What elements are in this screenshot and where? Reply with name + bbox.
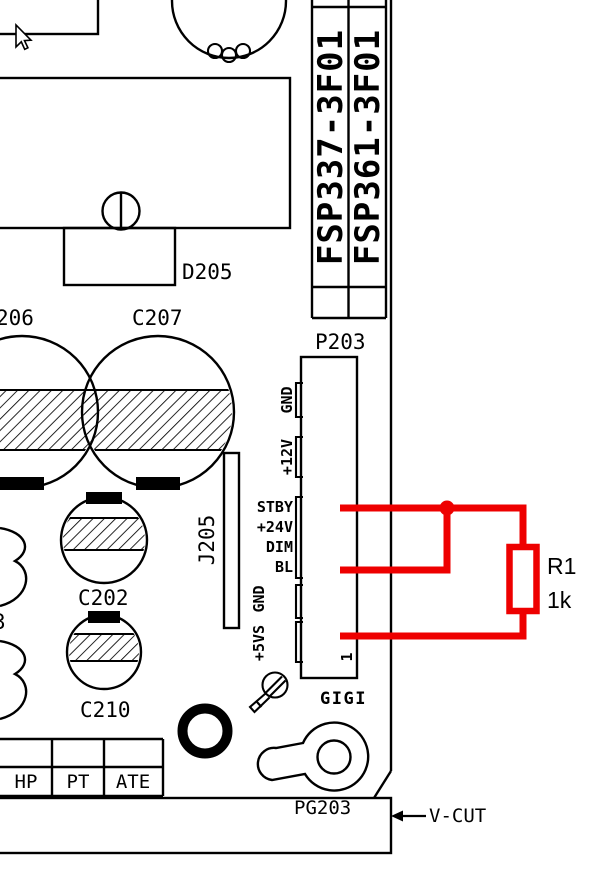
d205-label: D205 (182, 260, 233, 284)
pin-label-24v: +24V (257, 518, 293, 536)
vcut-strip (0, 796, 393, 855)
pin-label-gnd2: GND (250, 585, 268, 612)
resistor-value-label: 1k (547, 587, 572, 613)
c202-label: C202 (78, 586, 129, 610)
resistor-ref-label: R1 (547, 553, 576, 579)
heatsink-block (0, 76, 292, 231)
left-edge-component (0, 526, 28, 608)
pin-label-bl: BL (275, 558, 293, 576)
pin-label-dim: DIM (266, 538, 293, 556)
left-edge-label-fragment: 3 (0, 610, 6, 634)
p203-label: P203 (315, 330, 366, 354)
capacitor-c210: C210 (65, 611, 143, 722)
c210-label: C210 (80, 698, 131, 722)
mod-wire-top (340, 504, 527, 547)
pg203-hole (316, 739, 352, 775)
c210-hatch (69, 632, 139, 663)
pg203-label: PG203 (294, 797, 351, 819)
pin-bracket (294, 435, 303, 479)
test-pad-pt: PT (67, 771, 90, 793)
pin-bracket (294, 381, 303, 419)
c202-outline (59, 495, 149, 585)
pin-bracket (294, 620, 303, 664)
transformer-outline (170, 0, 288, 60)
connector-p203: P203 GND +12V STBY +24V DIM BL GND +5VS … (250, 330, 367, 709)
p203-outline (299, 355, 359, 680)
c210-lead-mark (88, 611, 120, 623)
pin-label-stby: STBY (257, 498, 293, 516)
d205-outline (62, 226, 177, 287)
mod-annotation-r1: R1 1k (340, 500, 576, 640)
mod-wire-bl (340, 508, 451, 574)
c206-label: 206 (0, 306, 34, 330)
heatsink-outline (0, 76, 292, 230)
transformer-detail (220, 46, 238, 64)
vcut-annotation: V-CUT (391, 805, 486, 827)
strain-relief-pg203: PG203 (256, 721, 370, 819)
pin-one-marker: 1 (338, 652, 356, 661)
top-left-component-outline (0, 0, 100, 36)
gigi-label: GIGI (320, 689, 367, 709)
c210-outline (65, 613, 143, 691)
j205-label: J205 (195, 515, 219, 566)
transformer-detail (234, 42, 252, 60)
capacitor-c207 (80, 334, 236, 490)
left-edge-component (0, 639, 28, 721)
model-label-2: FSP361-3F01 (348, 29, 388, 265)
c207-hatch (84, 388, 232, 452)
pin-label-5vs: +5VS (250, 625, 268, 661)
test-pad-hp: HP (15, 771, 38, 793)
top-transformer (170, 0, 288, 64)
pin-label-gnd: GND (278, 386, 296, 413)
j205-outline (222, 451, 241, 630)
vcut-arrow-icon (391, 810, 403, 822)
pin-label-12v: +12V (278, 439, 296, 475)
c202-hatch (63, 516, 145, 552)
c207-label: C207 (132, 306, 183, 330)
board-corner-chamfer (372, 770, 393, 799)
mod-wire-bottom (340, 611, 527, 640)
mod-junction-dot (439, 500, 455, 516)
pin-bracket (294, 583, 303, 620)
c207-lead-mark (136, 477, 180, 490)
vcut-label: V-CUT (429, 805, 486, 827)
model-label-1: FSP337-3F01 (311, 29, 351, 265)
resistor-r1-body (506, 543, 540, 615)
screw-icon (248, 671, 289, 714)
transformer-detail (206, 42, 224, 60)
capacitor-c202: C202 (59, 492, 149, 610)
pg203-outline (256, 721, 370, 792)
pin-bracket (294, 495, 303, 580)
mouse-cursor (15, 23, 33, 51)
test-pad-ate: ATE (116, 771, 150, 793)
c206-hatch (0, 388, 96, 452)
model-label-block: FSP337-3F01 FSP361-3F01 (310, 0, 388, 320)
mounting-hole-ring (177, 703, 233, 759)
jumper-j205: J205 (195, 451, 241, 630)
c206-lead-mark (0, 477, 44, 490)
test-pad-table: HP PT ATE (0, 737, 165, 798)
